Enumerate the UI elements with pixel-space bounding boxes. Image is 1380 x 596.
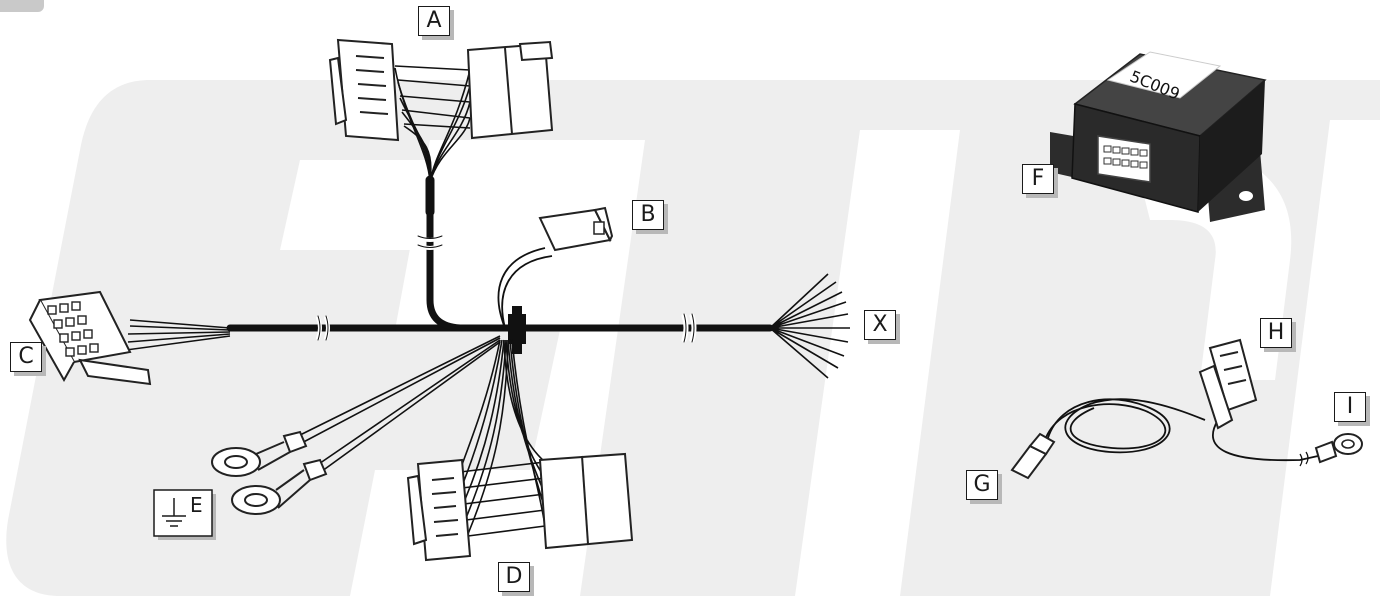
connector-d	[406, 452, 634, 562]
ground-wires	[289, 335, 501, 475]
label-h: H	[1260, 318, 1292, 348]
label-f: F	[1022, 164, 1054, 194]
label-a: A	[418, 6, 450, 36]
wires-to-d	[459, 339, 546, 537]
corner-tab	[0, 0, 44, 12]
ground-label-box: E	[153, 489, 216, 540]
label-d: D	[498, 562, 530, 592]
wire-ends-x	[769, 273, 850, 379]
connector-c	[28, 290, 231, 386]
harness-trunk	[226, 175, 774, 343]
label-i: I	[1334, 392, 1366, 422]
ground-symbol-icon	[162, 498, 186, 527]
label-x: X	[864, 310, 896, 340]
ring-terminal-2	[231, 458, 328, 515]
ring-terminal-1	[211, 430, 308, 477]
splice-clip	[508, 306, 526, 354]
connector-a	[328, 38, 554, 142]
ring-terminal-i	[1299, 433, 1363, 467]
connector-h	[1198, 338, 1258, 430]
connector-b	[497, 206, 614, 329]
sensor-cable	[1044, 398, 1319, 462]
label-c: C	[10, 342, 42, 372]
wires-to-a	[394, 65, 471, 183]
control-module-f: 5C009	[1050, 51, 1267, 222]
label-g: G	[966, 470, 998, 500]
connector-g	[1010, 432, 1056, 480]
label-b: B	[632, 200, 664, 230]
label-e: E	[190, 493, 203, 517]
